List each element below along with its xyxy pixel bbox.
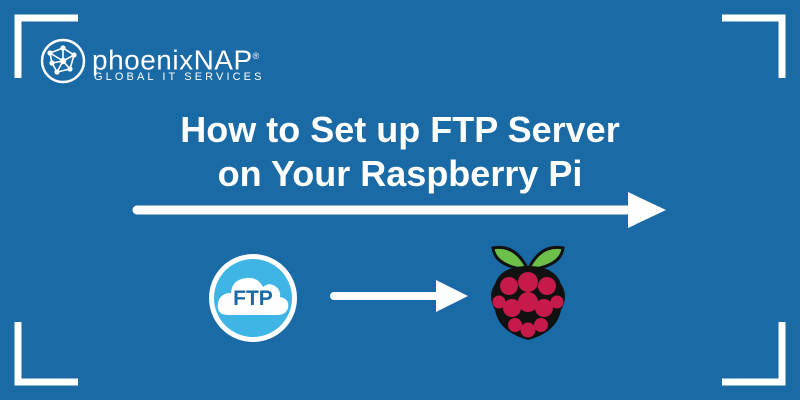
registered-mark: ® xyxy=(252,51,260,61)
ftp-label: FTP xyxy=(233,287,273,310)
brand-name: phoenixNAP® xyxy=(92,41,260,75)
cloud-ftp-icon xyxy=(217,277,289,315)
globe-network-icon xyxy=(40,38,86,84)
page-title: How to Set up FTP Server on Your Raspber… xyxy=(100,108,700,196)
brand-logo[interactable]: phoenixNAP® GLOBAL IT SERVICES xyxy=(40,38,300,88)
corner-bracket-bottom-right xyxy=(722,322,786,386)
title-line-2: on Your Raspberry Pi xyxy=(217,153,583,194)
divider-arrow-head xyxy=(628,192,666,228)
raspberry-pi-icon xyxy=(491,245,565,340)
title-line-1: How to Set up FTP Server xyxy=(180,109,620,150)
ftp-badge: FTP xyxy=(209,254,297,342)
brand-name-text: phoenixNAP xyxy=(92,44,253,76)
brand-tagline: GLOBAL IT SERVICES xyxy=(94,71,265,83)
corner-bracket-top-right xyxy=(722,14,786,78)
corner-bracket-bottom-left xyxy=(14,322,78,386)
corner-bracket-top-left xyxy=(14,14,78,78)
